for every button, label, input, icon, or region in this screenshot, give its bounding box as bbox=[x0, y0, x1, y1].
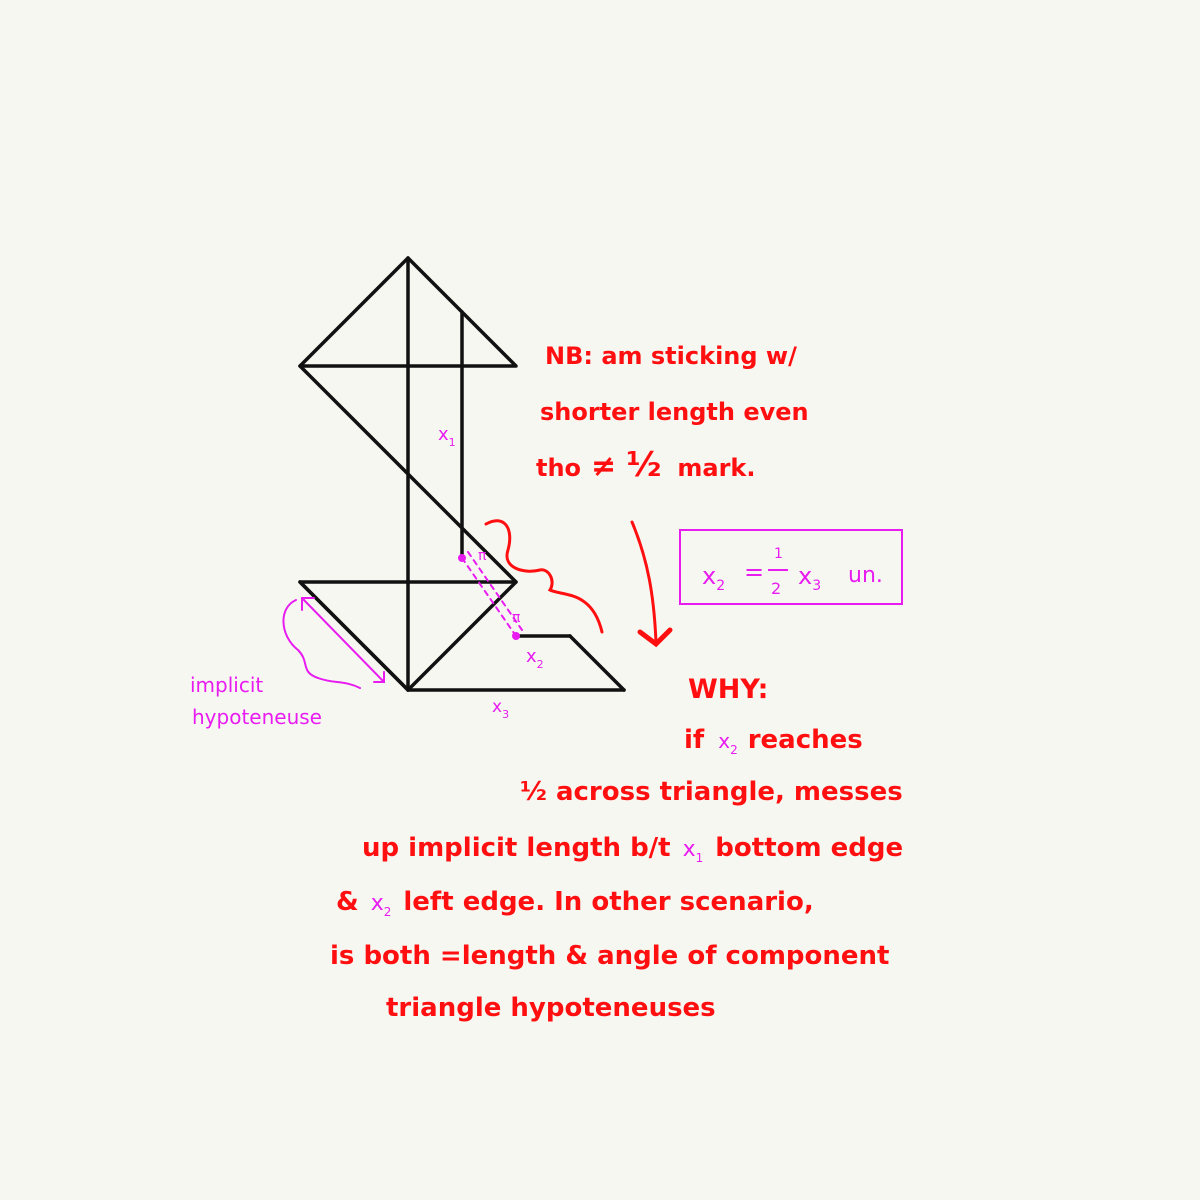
why-heading: WHY: bbox=[688, 674, 768, 705]
formula-den: 2 bbox=[771, 579, 781, 598]
why-line6: triangle hypoteneuses bbox=[386, 993, 716, 1023]
implicit-label-line1: implicit bbox=[190, 673, 263, 697]
geometric-figure bbox=[298, 256, 626, 692]
bottom-parallelogram-right bbox=[568, 634, 626, 692]
arrow-marks-bottom: π bbox=[512, 610, 521, 626]
nb-line2: shorter length even bbox=[540, 398, 809, 426]
implicit-hypoteneuse-arrow-head bbox=[373, 671, 385, 683]
why-line5: is both =length & angle of component bbox=[330, 941, 889, 971]
formula-eq: = bbox=[744, 558, 764, 586]
bottom-diagonal-left bbox=[298, 580, 410, 692]
x1-label: x1 bbox=[438, 424, 456, 449]
x2-label: x2 bbox=[526, 646, 544, 671]
x3-label: x3 bbox=[492, 697, 509, 721]
why-line2: ½ across triangle, messes bbox=[520, 777, 903, 807]
red-annotations bbox=[484, 519, 673, 648]
red-brace bbox=[484, 519, 604, 634]
arrow-marks-top: π bbox=[478, 548, 487, 564]
implicit-hypoteneuse-brace bbox=[282, 599, 361, 689]
x2-end-dot bbox=[512, 632, 520, 640]
implicit-hypoteneuse-arrow-tail bbox=[301, 597, 315, 611]
x2-dashed-line-b bbox=[467, 551, 523, 631]
formula-box bbox=[679, 529, 903, 605]
formula-unit: un. bbox=[848, 563, 883, 588]
implicit-hypoteneuse-arrow bbox=[301, 597, 385, 683]
red-curved-arrow bbox=[630, 520, 658, 644]
diagonal-long bbox=[298, 364, 518, 584]
formula-rhs: x3 bbox=[798, 562, 821, 594]
red-arrow-head bbox=[637, 627, 673, 648]
implicit-label-line2: hypoteneuse bbox=[192, 705, 322, 729]
magenta-annotations bbox=[282, 551, 523, 689]
x2-dashed-line-a bbox=[461, 557, 517, 637]
nb-line1: NB: am sticking w/ bbox=[545, 342, 797, 370]
x2-start-dot bbox=[458, 554, 466, 562]
formula-lhs: x2 bbox=[702, 562, 725, 594]
formula-num: 1 bbox=[774, 546, 783, 562]
